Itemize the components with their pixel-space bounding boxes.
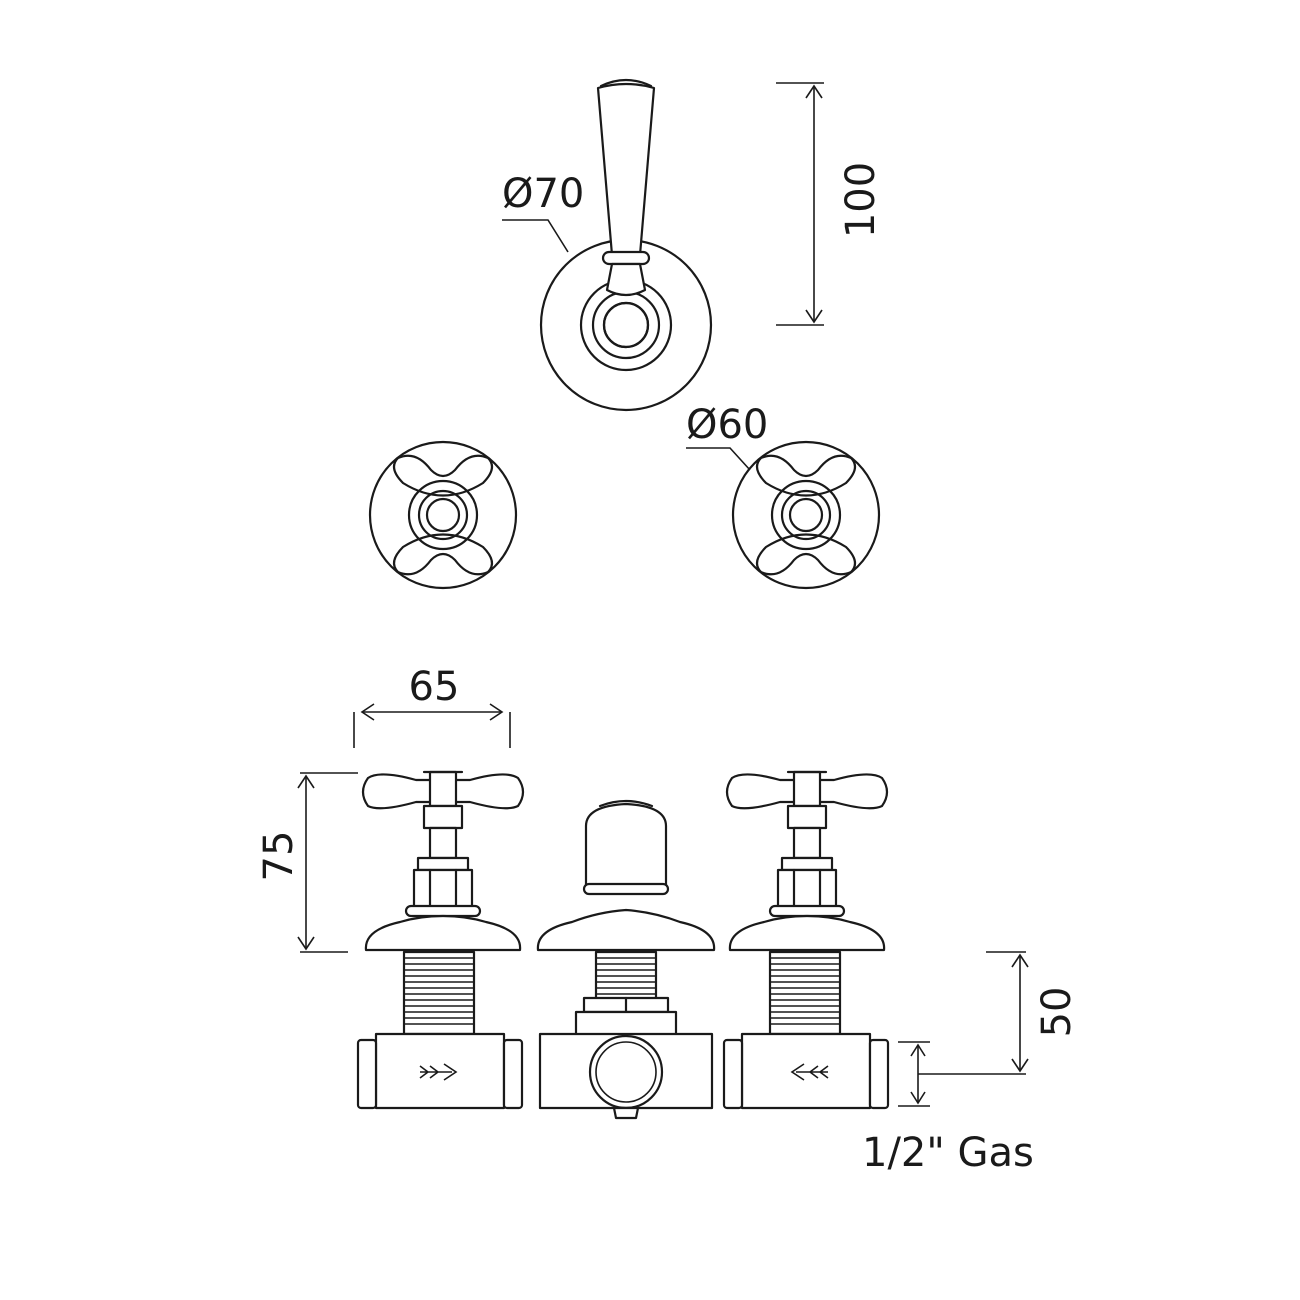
- leader-line-60: [686, 447, 751, 471]
- arrow-right: [489, 703, 504, 721]
- center-diverter-side: [536, 799, 716, 1120]
- lever-handle: [596, 82, 656, 257]
- arrow-left: [360, 703, 375, 721]
- gland-nut: [412, 868, 474, 910]
- arrow-bottom: [297, 936, 315, 951]
- leader-line-70: [502, 219, 569, 253]
- left-valve-side: [356, 770, 525, 1110]
- dim-lever-rose: Ø70: [502, 171, 584, 253]
- dim-body-depth: 50: [918, 951, 1080, 1075]
- handle-hub-ring: [780, 489, 832, 541]
- right-end-collar: [868, 1038, 890, 1110]
- diverter-collar: [582, 882, 670, 896]
- handle-rose-outer: [731, 440, 881, 590]
- lever-neck: [605, 262, 647, 297]
- diverter-knob-top: [598, 799, 654, 808]
- collar: [768, 904, 846, 918]
- lever-spindle-front: [602, 301, 650, 349]
- flow-arrow-left-icon: [790, 1063, 829, 1081]
- lever-collar: [601, 250, 651, 266]
- dim-connection: 1/2" Gas: [862, 1041, 1034, 1176]
- diverter-flange: [536, 908, 716, 952]
- dim-valve-width: 65: [353, 664, 511, 748]
- right-body: [740, 1032, 872, 1110]
- shank-thread: [404, 957, 474, 1025]
- dim-label-50: 50: [1034, 987, 1080, 1038]
- dim-label-75: 75: [256, 831, 302, 882]
- outlet-port-inner: [595, 1041, 657, 1103]
- spindle-stem: [428, 826, 458, 860]
- handle-spindle: [788, 497, 824, 533]
- handle-hub-side: [428, 770, 458, 808]
- handle-hub: [770, 479, 842, 551]
- handle-hub: [407, 479, 479, 551]
- arrow-bottom: [1011, 1058, 1029, 1073]
- gland-nut: [776, 868, 838, 910]
- arrow-top: [1011, 953, 1029, 968]
- dim-valve-height: 75: [256, 772, 358, 953]
- handle-rose-outer: [368, 440, 518, 590]
- dim-label-65: 65: [409, 664, 460, 710]
- left-body: [374, 1032, 506, 1110]
- dim-handle-rose: Ø60: [686, 402, 768, 471]
- handle-hub-side: [792, 770, 822, 808]
- cross-arm-top: [755, 454, 857, 497]
- cross-arm-bottom: [392, 533, 494, 576]
- dim-lever-height: 100: [776, 82, 884, 326]
- cross-handle-right-front: [731, 440, 881, 590]
- diverter-thread: [596, 957, 656, 995]
- diverter-drain: [612, 1106, 640, 1120]
- diverter-body: [538, 1032, 714, 1110]
- arrow-bottom: [805, 309, 823, 324]
- arrow-top: [297, 774, 315, 789]
- arrow-bottom: [910, 1091, 926, 1105]
- handle-spindle: [425, 497, 461, 533]
- dim-label-connection: 1/2" Gas: [862, 1130, 1034, 1176]
- dim-label-100: 100: [838, 162, 884, 238]
- right-valve-side: [722, 770, 890, 1110]
- diverter-knob: [584, 802, 668, 890]
- arrow-top: [805, 84, 823, 99]
- cross-handle-left-front: [368, 440, 518, 590]
- dim-label-60: Ø60: [686, 402, 768, 448]
- diverter-top-block: [574, 1010, 678, 1038]
- dim-label-70: Ø70: [502, 171, 584, 217]
- collar: [404, 904, 482, 918]
- flow-arrow-right-icon: [419, 1063, 458, 1081]
- spindle-upper: [422, 804, 464, 830]
- cross-arm-bottom: [755, 533, 857, 576]
- left-end-collar-right: [502, 1038, 524, 1110]
- cover-flange: [364, 914, 522, 952]
- arrow-top: [910, 1043, 926, 1057]
- spindle-nut: [416, 856, 470, 872]
- left-end-collar: [356, 1038, 378, 1110]
- spindle-nut: [780, 856, 834, 872]
- lever-front-view: [539, 78, 713, 412]
- cover-flange: [728, 914, 886, 952]
- lever-handle-tip: [599, 78, 653, 88]
- right-end-collar-left: [722, 1038, 744, 1110]
- shank-thread: [770, 957, 840, 1025]
- cross-arm-top: [392, 454, 494, 497]
- spindle-upper: [786, 804, 828, 830]
- spindle-stem: [792, 826, 822, 860]
- handle-hub-ring: [417, 489, 469, 541]
